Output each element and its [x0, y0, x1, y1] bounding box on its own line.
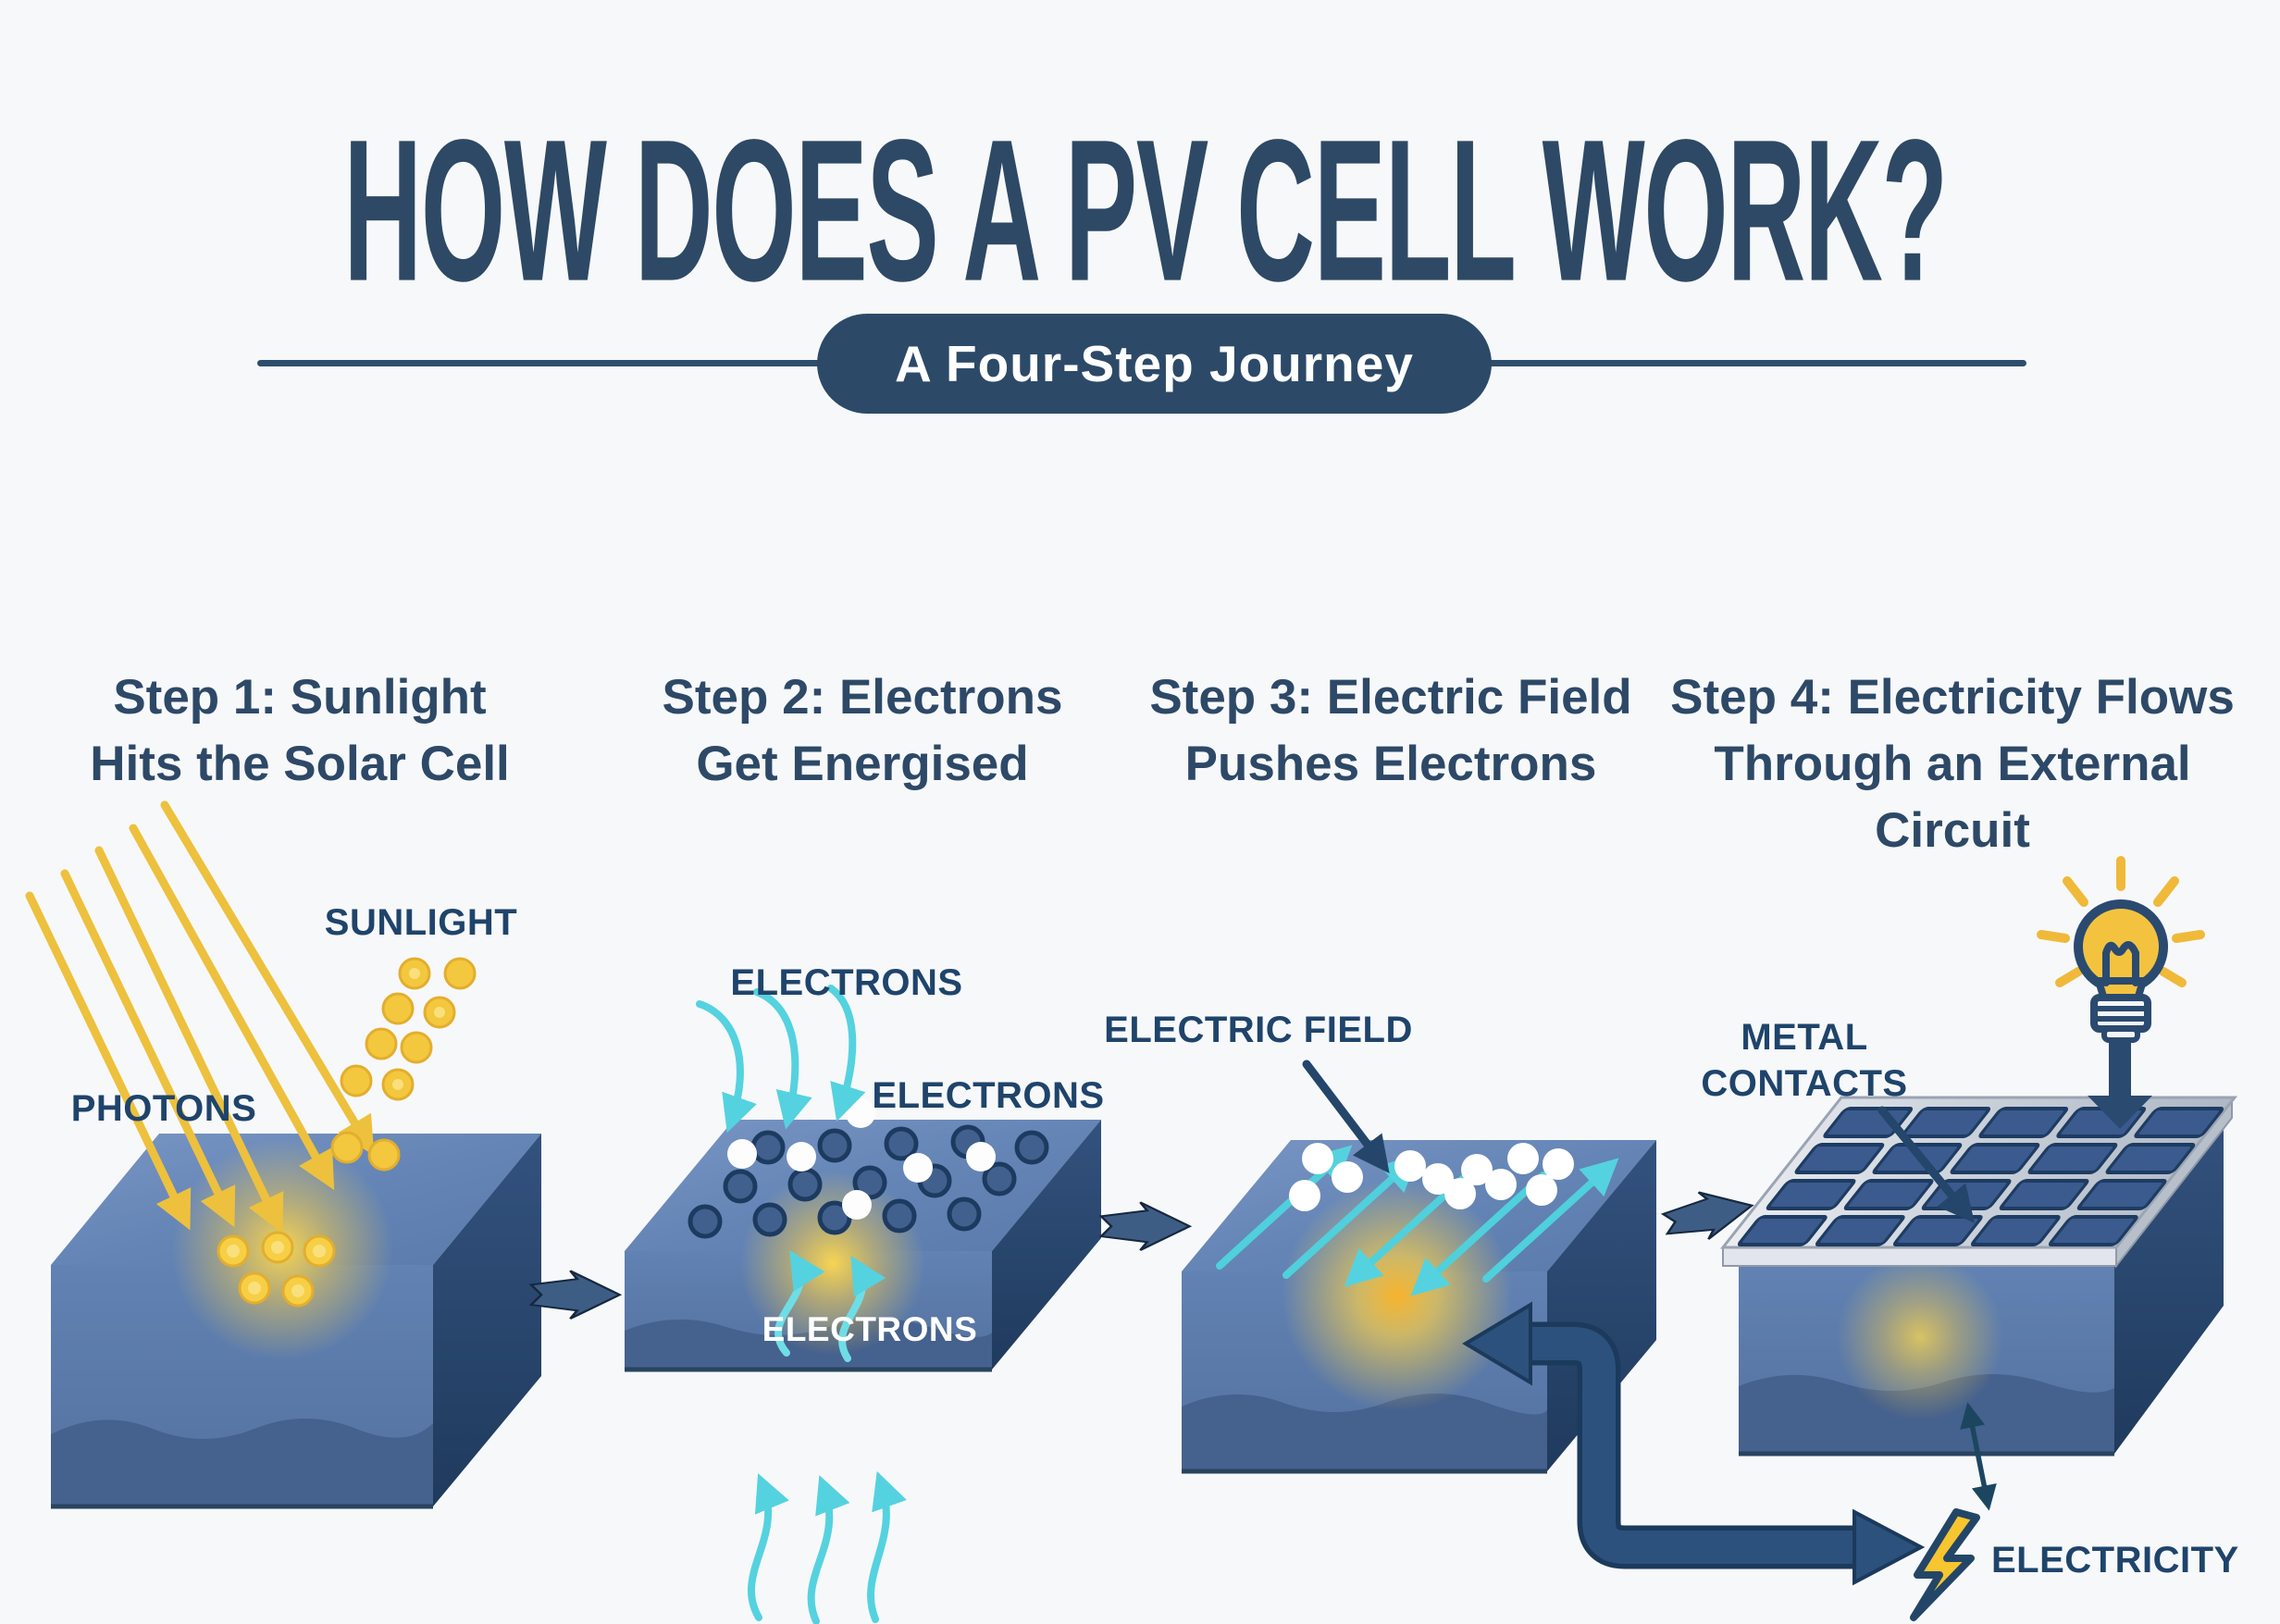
title-text: HOW DOES A PV CELL WORK? — [343, 97, 1948, 324]
solar-cell-block-step2 — [625, 985, 1101, 1624]
flow-arrow-icon-3 — [1660, 1191, 1754, 1240]
electron-arrows-bottom — [747, 1470, 907, 1624]
metal-contacts-pointer-arrow — [1877, 1106, 1975, 1223]
electricity-pointer-arrow — [1960, 1402, 1997, 1511]
photons-label: PHOTONS — [70, 1088, 257, 1129]
electron-holes — [688, 1124, 1049, 1239]
subtitle-pill: A Four-Step Journey — [817, 314, 1492, 414]
field-glow — [1282, 1180, 1513, 1411]
bulb-to-panel-arrow — [2088, 1038, 2152, 1129]
solar-cell-block-step1 — [25, 800, 541, 1509]
sunlight-label: SUNLIGHT — [324, 902, 518, 943]
page-title: HOW DOES A PV CELL WORK? — [0, 109, 2280, 311]
photon-highlights — [227, 968, 445, 1297]
step2-heading: Step 2: Electrons Get Energised — [662, 670, 1063, 792]
photon-particles — [330, 957, 477, 1172]
electric-field-pointer-arrow — [1302, 1060, 1390, 1174]
solar-cell-block-step3 — [1182, 1060, 1656, 1474]
wire-arrowhead-left — [1462, 1301, 1532, 1386]
cell-glow — [1837, 1254, 2003, 1420]
subtitle-text: A Four-Step Journey — [895, 335, 1414, 392]
step3-heading: Step 3: Electric Field Pushes Electrons — [1149, 670, 1632, 792]
electron-arrows-inside — [774, 1250, 886, 1362]
step4-heading: Step 4: Electricity Flows Through an Ext… — [1670, 670, 2235, 859]
electric-field-label: ELECTRIC FIELD — [1104, 1010, 1413, 1050]
step1-heading: Step 1: Sunlight Hits the Solar Cell — [90, 670, 510, 792]
flow-arrow-icon-1 — [528, 1270, 623, 1320]
electrons-front-label: ELECTRONS — [762, 1310, 978, 1348]
lightning-bolt-icon — [1910, 1508, 1980, 1621]
sun-rays-icon — [25, 800, 375, 1234]
electricity-label: ELECTRICITY — [1991, 1540, 2239, 1581]
wire-arrowhead-right — [1852, 1508, 1926, 1586]
electron-arrows-in — [696, 985, 866, 1134]
electrons-top-label: ELECTRONS — [730, 962, 963, 1003]
light-bulb-icon — [2037, 856, 2205, 1043]
metal-contacts-label: METAL CONTACTS — [1701, 1017, 1908, 1104]
external-circuit-wire — [1462, 1301, 1926, 1586]
pushed-electrons — [1289, 1143, 1574, 1211]
solar-cell-block-step4 — [1719, 856, 2238, 1511]
flow-arrow-icon-2 — [1098, 1201, 1193, 1251]
electrons-right-label: ELECTRONS — [872, 1075, 1105, 1116]
